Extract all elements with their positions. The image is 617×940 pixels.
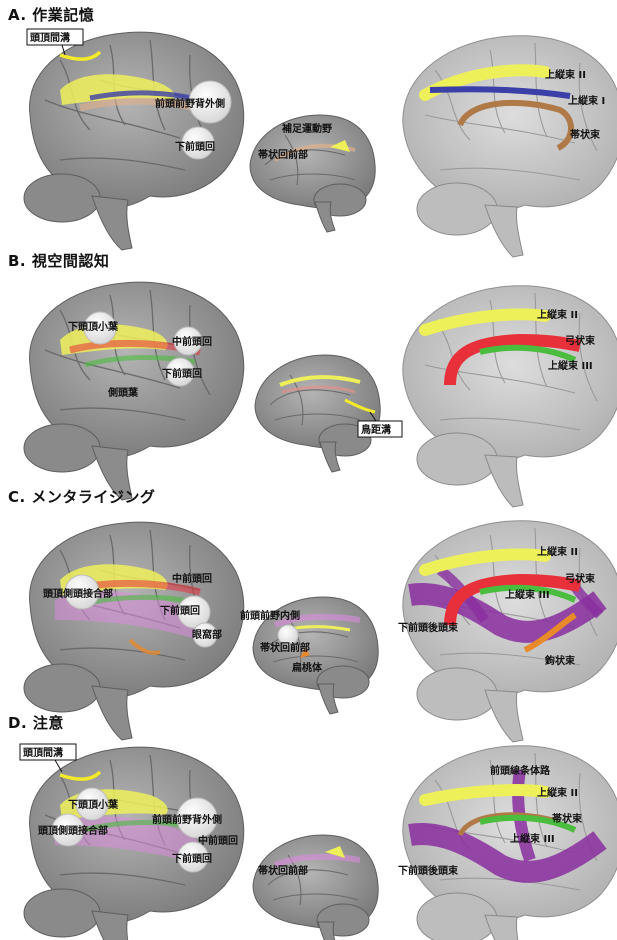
panel-c-title: C. メンタライジング [8, 486, 155, 507]
panel-d-label-ifg: 下前頭回 [172, 852, 212, 865]
panel-a-label-acc: 帯状回前部 [258, 148, 308, 161]
panel-b-glass-brain [403, 286, 617, 507]
panel-b-label-arcuate: 弓状束 [565, 334, 596, 347]
panel-a-label-sma: 補足運動野 [281, 122, 332, 135]
panel-b-label-temporal: 側頭葉 [107, 386, 139, 399]
panel-d-label-dlpfc: 前頭前野背外側 [152, 813, 222, 826]
panel-c-label-slf2: 上縦束 II [537, 545, 578, 558]
panel-a-label-slf1: 上縦束 I [568, 94, 605, 107]
panel-c-label-orbital: 眼窩部 [192, 628, 222, 641]
panel-b-title: B. 視空間認知 [8, 250, 109, 271]
panel-c-label-arcuate: 弓状束 [565, 572, 596, 585]
panel-c [24, 521, 617, 742]
panel-b-label-mfg: 中前頭回 [172, 335, 212, 348]
panel-c-label-uncinate: 鉤状束 [544, 654, 576, 667]
panel-c-label-slf3: 上縦束 III [505, 588, 550, 601]
panel-c-acc-marker [278, 625, 298, 645]
panel-b-label-ipl: 下頭頂小葉 [68, 320, 119, 333]
panel-a-title: A. 作業記憶 [8, 4, 94, 25]
panel-d-label-mfg: 中前頭回 [198, 834, 238, 847]
panel-a-label-cingulum: 帯状束 [570, 128, 601, 141]
panel-b-label-calcarine: 鳥距溝 [361, 423, 391, 436]
panel-d-medial-brain [253, 835, 378, 940]
panel-c-label-ifg: 下前頭回 [160, 604, 200, 617]
panel-a-label-ips: 頭頂間溝 [30, 31, 70, 44]
panel-a-label-ifg: 下前頭回 [175, 140, 215, 153]
panel-d-label-slf2: 上縦束 II [537, 786, 578, 799]
panel-d-label-tpj: 頭頂側頭接合部 [38, 824, 108, 837]
panel-c-label-acc: 帯状回前部 [260, 641, 310, 654]
panel-c-label-mpfc: 前頭前野内側 [240, 609, 300, 622]
panel-a-label-dlpfc: 前頭前野背外側 [155, 97, 225, 110]
panel-b-label-slf2: 上縦束 II [537, 308, 578, 321]
panel-d-label-ipl: 下頭頂小葉 [68, 798, 119, 811]
panel-a-label-slf2: 上縦束 II [545, 68, 586, 81]
panel-d-label-acc: 帯状回前部 [258, 864, 308, 877]
panel-d-label-ips: 頭頂間溝 [23, 746, 63, 759]
panel-a [24, 32, 617, 257]
panel-d-label-cingulum: 帯状束 [552, 812, 583, 825]
panel-b-medial-brain [255, 355, 380, 472]
panel-a-glass-brain [403, 36, 617, 257]
panel-c-label-tpj: 頭頂側頭接合部 [43, 587, 113, 600]
panel-c-label-amygdala: 扁桃体 [292, 661, 323, 674]
panel-d-label-frontostriatal: 前頭線条体路 [490, 764, 551, 777]
panel-d-label-ifof: 下前頭後頭束 [398, 864, 459, 877]
panel-c-label-ifof: 下前頭後頭束 [398, 621, 459, 634]
panel-b-label-ifg: 下前頭回 [162, 367, 202, 380]
panel-c-label-mfg: 中前頭回 [172, 572, 212, 585]
panel-d-title: D. 注意 [8, 712, 64, 733]
panel-d-label-slf3: 上縦束 III [510, 832, 555, 845]
panel-b-label-slf3: 上縦束 III [548, 359, 593, 372]
